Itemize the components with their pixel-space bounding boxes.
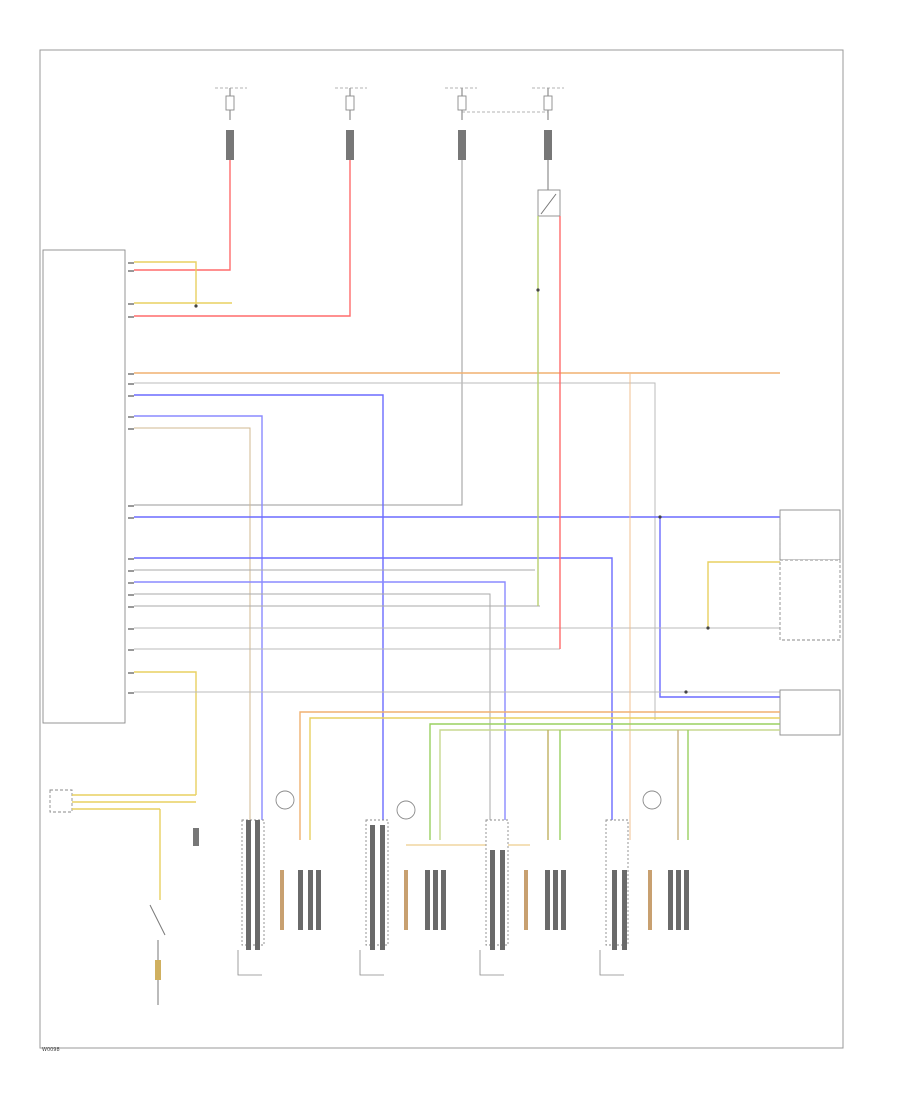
fuse-1 <box>215 87 247 160</box>
bus-orange <box>299 711 780 840</box>
wire-yellow-4 <box>707 561 780 628</box>
fuse-3 <box>445 87 477 160</box>
wire-red-1 <box>134 160 231 271</box>
wire-blue-6 <box>134 581 506 835</box>
right-module-2 <box>779 559 841 641</box>
junction-dots <box>194 288 710 694</box>
control-module <box>42 249 126 724</box>
wheel-sensor-group-2 <box>359 800 530 976</box>
wheel-sensor-group-4 <box>599 790 689 976</box>
diagram-frame <box>39 49 844 1049</box>
wire-blue-5 <box>134 557 613 835</box>
bus-yellow <box>309 717 780 840</box>
bus-green-2 <box>439 729 780 840</box>
right-module-3 <box>779 689 841 736</box>
wheel-sensor-group-3 <box>479 819 566 976</box>
control-module-pins <box>128 262 134 694</box>
figure-id: W0098 <box>42 1047 60 1053</box>
wire-gray-4 <box>134 593 491 835</box>
right-module-1 <box>779 509 841 561</box>
wire-gray-1 <box>134 160 463 506</box>
wire-yellow-1 <box>134 261 197 306</box>
bus-green-1 <box>429 723 780 840</box>
wire-brown-1 <box>134 427 251 835</box>
main-switch <box>537 160 561 217</box>
wire-blue-1 <box>134 394 384 835</box>
brake-switch-cluster <box>49 789 199 1005</box>
wire-yellow-3 <box>134 671 197 795</box>
fuse-4 <box>532 87 564 160</box>
wire-blue-2 <box>134 415 263 835</box>
fuse-2 <box>335 87 367 160</box>
wire-blue-4 <box>659 517 780 698</box>
wire-gray-2 <box>134 382 656 720</box>
top-fuse-row <box>215 87 564 160</box>
wire-red-2 <box>134 160 351 317</box>
wheel-sensor-group-1 <box>237 790 321 976</box>
